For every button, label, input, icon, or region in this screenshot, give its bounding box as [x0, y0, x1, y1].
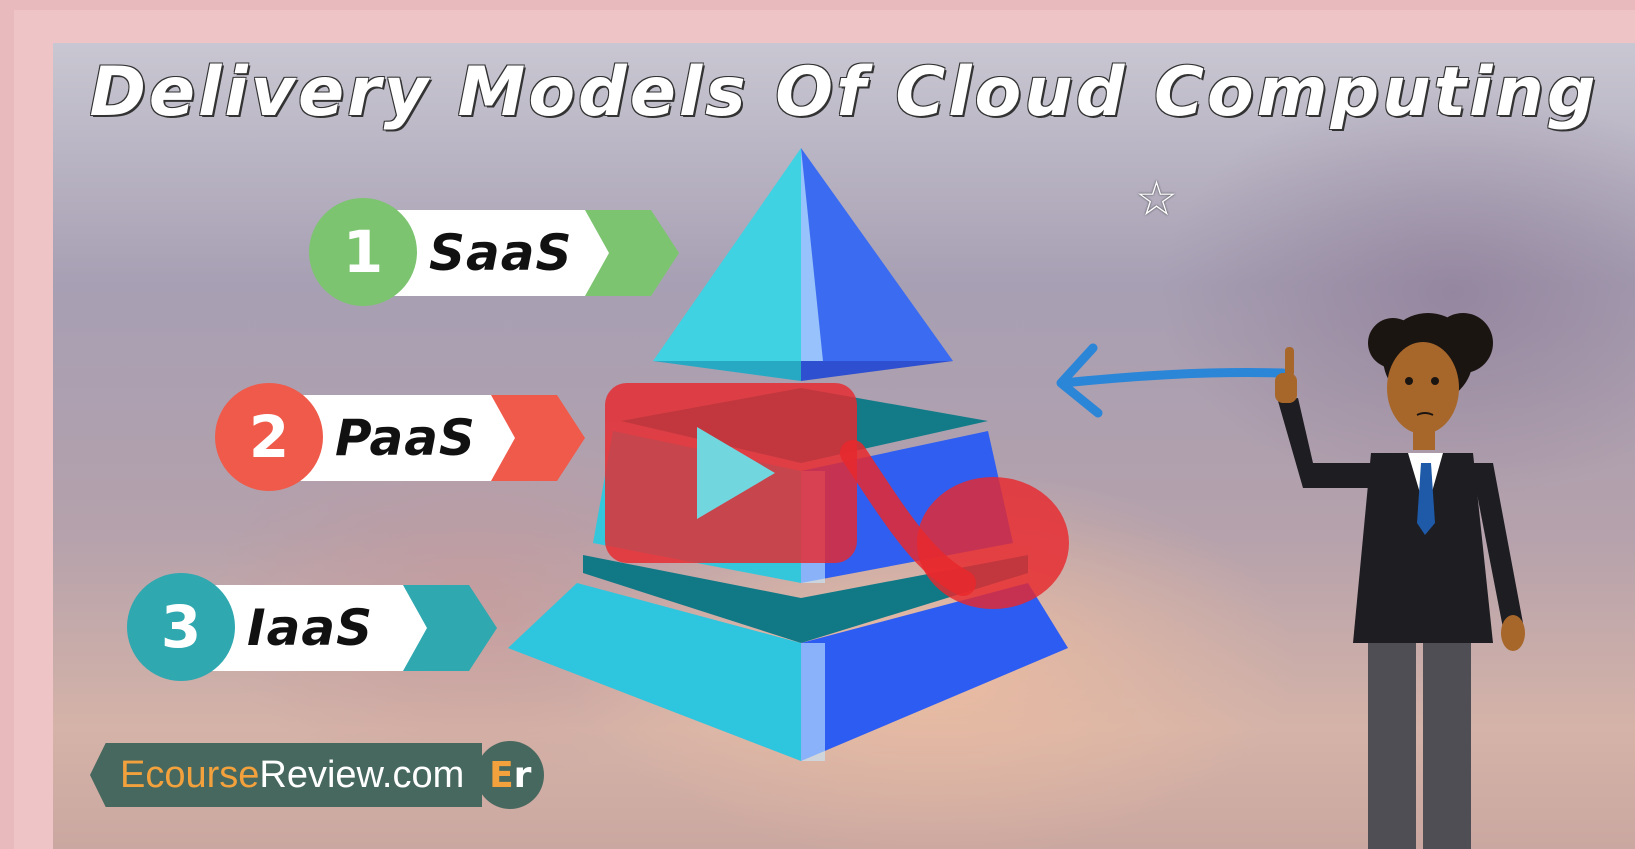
logo-text-part2: Review.com — [259, 753, 465, 796]
logo-text-part1: Ecourse — [120, 753, 260, 796]
label-saas-number: 1 — [309, 198, 417, 306]
video-title: Delivery Models Of Cloud Computing — [89, 53, 1599, 132]
label-iaas-text: IaaS — [247, 599, 374, 657]
pointer-hand-icon — [840, 440, 1069, 609]
label-saas-text: SaaS — [429, 224, 573, 282]
label-paas-text: PaaS — [335, 409, 476, 467]
pyramid-bottom-right — [801, 583, 1068, 761]
presenter-character — [1275, 313, 1525, 849]
pyramid-top-right — [801, 148, 953, 361]
video-player[interactable]: Delivery Models Of Cloud Computing — [53, 43, 1635, 849]
star-icon: ☆ — [1135, 173, 1179, 226]
play-button[interactable] — [605, 383, 857, 563]
label-paas: PaaS 2 — [215, 383, 595, 491]
label-paas-number: 2 — [215, 383, 323, 491]
play-icon — [697, 427, 775, 519]
pyramid-bottom-left — [508, 583, 801, 761]
pyramid-top-left — [653, 148, 801, 361]
label-iaas: IaaS 3 — [127, 573, 507, 681]
label-saas: SaaS 1 — [309, 198, 689, 306]
label-iaas-number: 3 — [127, 573, 235, 681]
arrow-left — [1058, 368, 1288, 388]
